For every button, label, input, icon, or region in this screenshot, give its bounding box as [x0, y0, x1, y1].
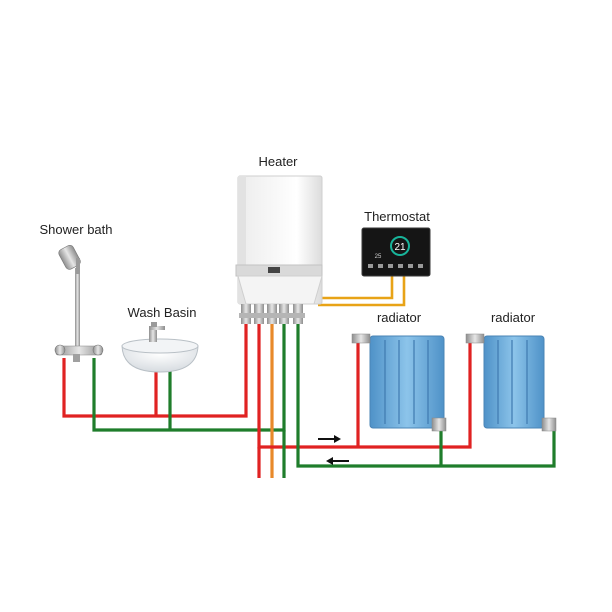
heater-unit	[235, 175, 323, 324]
control-wire-1	[310, 276, 394, 300]
return-pipe-fixtures	[92, 322, 286, 432]
flow-arrow-supply	[318, 435, 341, 443]
shower-label: Shower bath	[40, 222, 113, 237]
radiator-2-label: radiator	[491, 310, 536, 325]
control-wire-2	[318, 276, 406, 307]
heater-fittings	[239, 304, 305, 324]
wash-basin	[121, 322, 199, 373]
radiator-1	[351, 333, 447, 432]
pipes	[62, 276, 556, 478]
thermostat-set-point: 25	[375, 254, 382, 260]
radiator-2	[465, 333, 557, 432]
basin-label: Wash Basin	[128, 305, 197, 320]
return-pipe-radiators	[296, 322, 556, 468]
thermostat-device: 21 25	[361, 227, 431, 277]
thermostat-label: Thermostat	[364, 209, 430, 224]
flow-arrow-return	[326, 457, 349, 465]
thermostat-buttons	[368, 264, 423, 268]
radiator-1-label: radiator	[377, 310, 422, 325]
hot-pipe-radiators	[257, 322, 472, 449]
heater-label: Heater	[258, 154, 298, 169]
thermostat-temperature: 21	[394, 242, 406, 253]
shower-fixture	[54, 244, 104, 362]
